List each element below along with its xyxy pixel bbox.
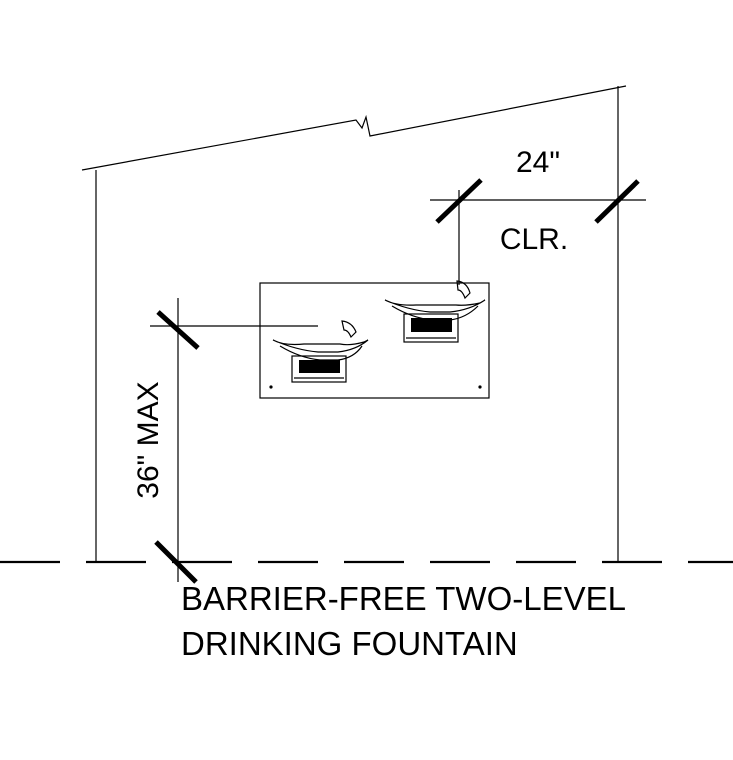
panel-screw-right [478,385,482,389]
height-dimension-label: 36" MAX [132,381,165,498]
lower-fountain-bowl [272,320,369,383]
caption-line-2: DRINKING FOUNTAIN [181,625,518,662]
fountain-panel [259,282,490,399]
clearance-dimension [430,178,646,285]
upper-fountain-bowl [384,280,486,343]
wall-outline [81,85,627,562]
height-dimension [150,298,318,584]
clearance-value: 24" [516,146,560,179]
caption-line-1: BARRIER-FREE TWO-LEVEL [181,580,626,617]
clearance-label: CLR. [500,223,568,256]
panel-screw-left [269,385,273,389]
